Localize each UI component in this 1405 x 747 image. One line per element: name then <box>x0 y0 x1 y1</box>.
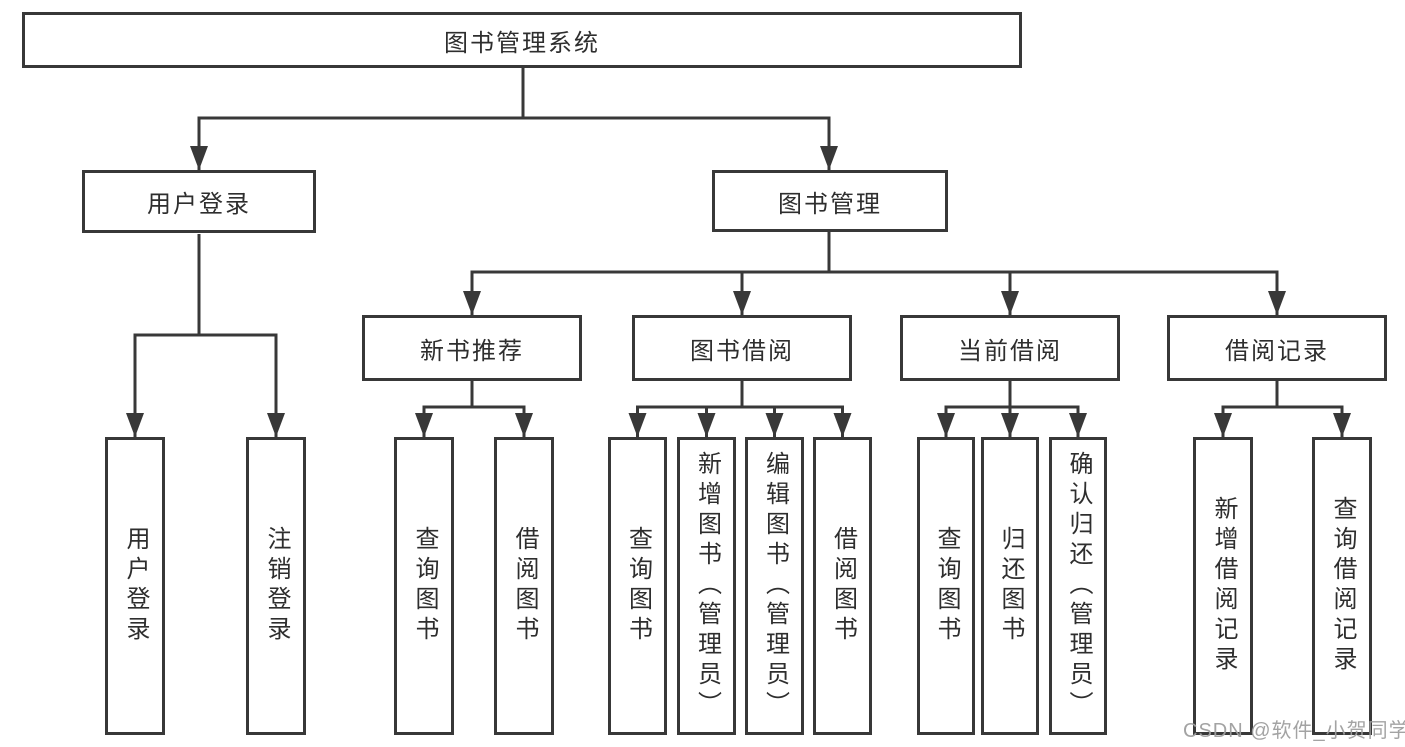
leaf-user-login: 用户登录 <box>105 437 165 735</box>
node-label: 图书借阅 <box>690 337 794 365</box>
csdn-watermark: CSDN @软件_小贺同学 <box>1183 720 1405 742</box>
node-label: 用户登录 <box>122 526 149 646</box>
node-borrow-records: 借阅记录 <box>1167 315 1387 381</box>
node-library-system: 图书管理系统 <box>22 12 1022 68</box>
connector-root-split <box>197 68 831 170</box>
arrow-icon <box>1001 413 1019 437</box>
leaf-confirm-return-admin: 确认归还（管理员） <box>1049 437 1107 735</box>
arrow-icon <box>515 413 533 437</box>
node-label: 新书推荐 <box>420 337 524 365</box>
arrow-icon <box>820 146 838 170</box>
leaf-query-books-borrow: 查询图书 <box>608 437 667 735</box>
arrow-icon <box>833 413 852 437</box>
leaf-logout: 注销登录 <box>246 437 306 735</box>
node-label: 图书管理 <box>778 190 882 218</box>
arrow-icon <box>415 413 433 437</box>
leaf-edit-book-admin: 编辑图书（管理员） <box>745 437 804 735</box>
arrow-icon <box>697 413 716 437</box>
node-label: 图书管理系统 <box>444 29 600 57</box>
arrow-icon <box>1214 413 1232 437</box>
arrow-icon <box>733 291 751 315</box>
leaf-query-borrow-record: 查询借阅记录 <box>1312 437 1372 735</box>
connector-records-split <box>1221 381 1344 437</box>
node-user-login: 用户登录 <box>82 170 316 233</box>
leaf-add-borrow-record: 新增借阅记录 <box>1193 437 1253 735</box>
arrow-icon <box>1333 413 1351 437</box>
arrow-icon <box>1001 291 1019 315</box>
arrow-icon <box>126 413 144 437</box>
leaf-query-books-current: 查询图书 <box>917 437 975 735</box>
arrow-icon <box>628 413 647 437</box>
leaf-borrow-books-recommend: 借阅图书 <box>494 437 554 735</box>
leaf-borrow-books: 借阅图书 <box>813 437 872 735</box>
node-label: 借阅记录 <box>1225 337 1329 365</box>
arrow-icon <box>937 413 955 437</box>
node-new-book-recommend: 新书推荐 <box>362 315 582 381</box>
leaf-query-books-recommend: 查询图书 <box>394 437 454 735</box>
node-label: 新增图书（管理员） <box>693 451 721 721</box>
node-book-borrow: 图书借阅 <box>632 315 852 381</box>
connector-userlogin-split <box>133 234 278 437</box>
arrowheads <box>126 146 1351 437</box>
connector-recommend-split <box>422 381 526 437</box>
node-label: 当前借阅 <box>958 337 1062 365</box>
arrow-icon <box>463 291 481 315</box>
node-label: 新增借阅记录 <box>1210 496 1237 676</box>
arrow-icon <box>190 146 208 170</box>
node-label: 查询图书 <box>624 526 652 646</box>
connector-bookmgmt-split <box>470 232 1279 315</box>
leaf-return-book: 归还图书 <box>981 437 1039 735</box>
node-label: 注销登录 <box>263 526 290 646</box>
node-label: 查询图书 <box>411 526 438 646</box>
node-label: 借阅图书 <box>829 526 857 646</box>
node-label: 编辑图书（管理员） <box>761 451 789 721</box>
leaf-add-book-admin: 新增图书（管理员） <box>677 437 736 735</box>
arrow-icon <box>1069 413 1087 437</box>
node-label: 查询借阅记录 <box>1329 496 1356 676</box>
node-label: 查询图书 <box>933 526 960 646</box>
node-label: 借阅图书 <box>511 526 538 646</box>
node-label: 归还图书 <box>997 526 1024 646</box>
node-current-borrow: 当前借阅 <box>900 315 1120 381</box>
node-label: 确认归还（管理员） <box>1065 451 1092 721</box>
arrow-icon <box>765 413 784 437</box>
arrow-icon <box>1268 291 1286 315</box>
node-label: 用户登录 <box>147 191 251 218</box>
arrow-icon <box>267 413 285 437</box>
node-book-management: 图书管理 <box>712 170 948 232</box>
connector-borrow-split <box>636 381 844 437</box>
